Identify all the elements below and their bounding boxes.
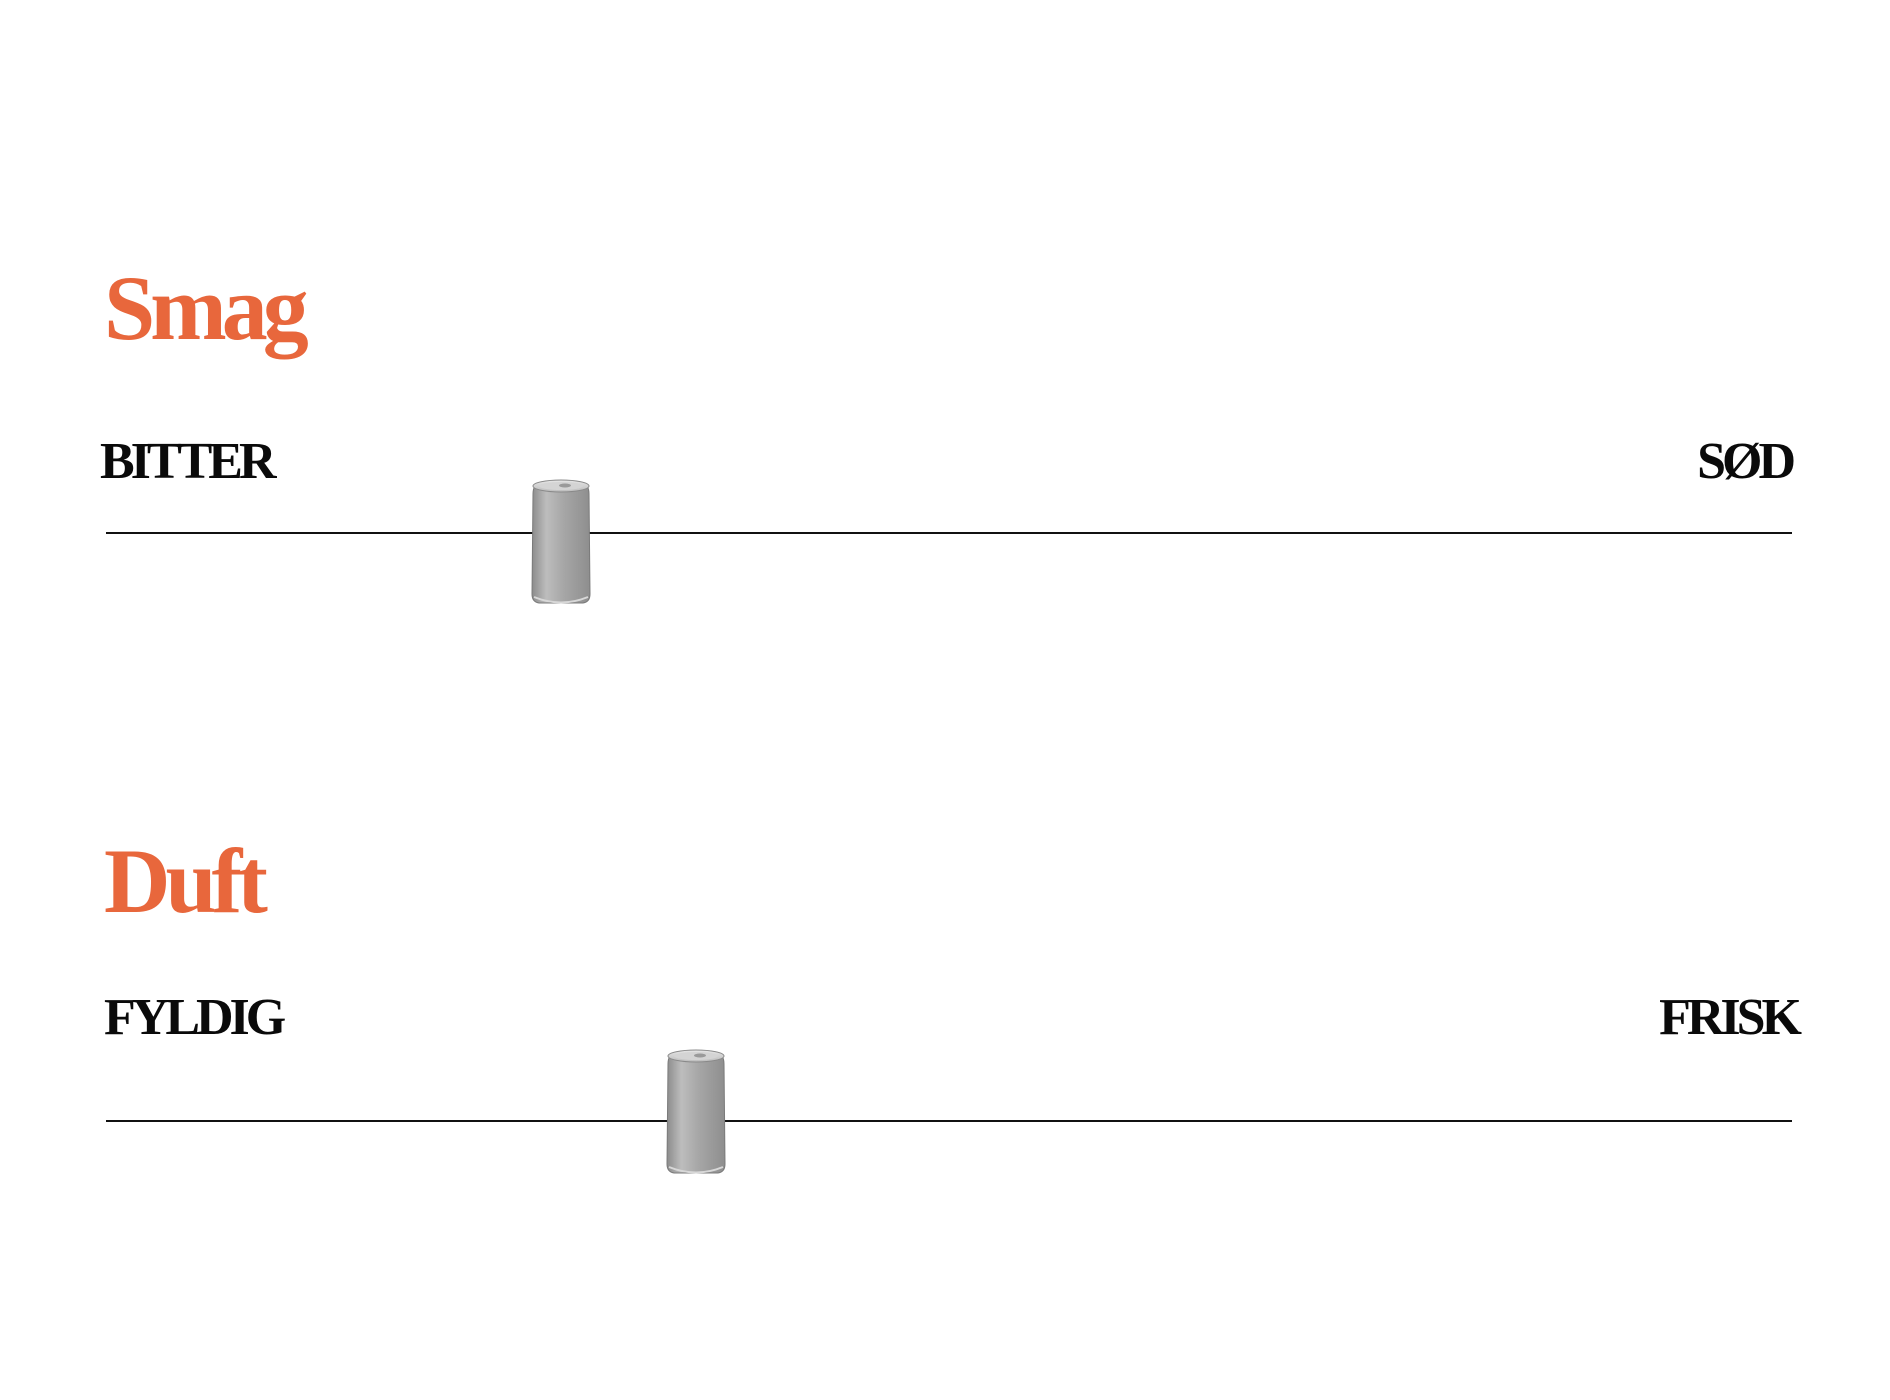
taste-slider-track[interactable] — [106, 532, 1792, 534]
aroma-slider-track[interactable] — [106, 1120, 1792, 1122]
fresh-label: FRISK — [1659, 989, 1802, 1046]
aroma-title: Duft — [104, 830, 268, 932]
bitter-label: BITTER — [100, 433, 277, 490]
taste-title: Smag — [104, 257, 309, 359]
can-icon — [531, 479, 591, 604]
sweet-label: SØD — [1697, 433, 1796, 490]
aroma-slider-thumb[interactable] — [664, 1046, 728, 1176]
can-icon — [666, 1049, 726, 1174]
taste-slider-thumb[interactable] — [529, 476, 593, 606]
full-bodied-label: FYLDIG — [104, 989, 286, 1046]
